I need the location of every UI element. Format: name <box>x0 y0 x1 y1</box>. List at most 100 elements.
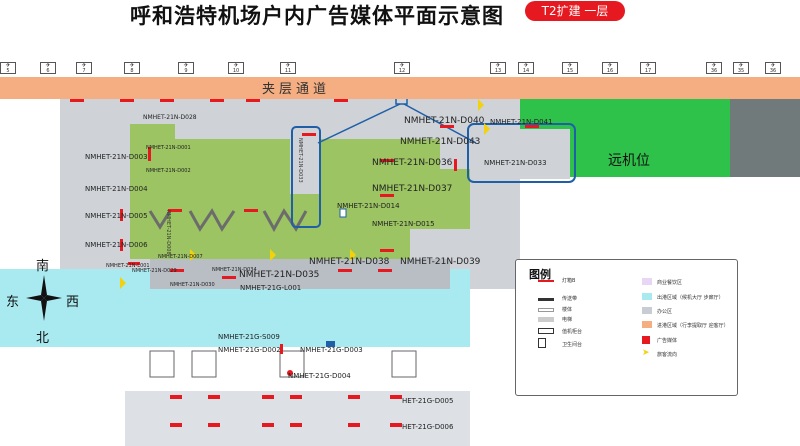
ad-label[interactable]: NMHET-21G-L001 <box>240 284 302 292</box>
gate-marker[interactable]: ✈11 <box>280 62 296 74</box>
gate-marker[interactable]: ✈15 <box>562 62 578 74</box>
ad-strips <box>70 99 539 427</box>
plane-icon: ✈ <box>81 62 87 69</box>
pointer-line <box>317 103 401 144</box>
legend-item: 商业餐饮区 <box>657 280 683 286</box>
ad-label[interactable]: NMHET-21N-D033 <box>484 159 547 167</box>
ad-label[interactable]: HET-21G-D006 <box>402 423 454 431</box>
ad-box <box>339 208 347 218</box>
ad-label[interactable]: NMHET-21N-D034 <box>212 267 257 273</box>
gate-lounge-area <box>470 129 570 179</box>
ad-label[interactable]: NMHET-21N-D029 <box>132 268 177 274</box>
ad-label[interactable]: NMHET-21N-D001 <box>146 145 191 151</box>
ad-label[interactable]: NMHET-21N-L001 <box>106 263 150 269</box>
legend-swatch-lightbox <box>538 280 554 282</box>
legend-item: 传送带 <box>562 296 578 302</box>
gate-marker[interactable]: ✈5 <box>0 62 16 74</box>
bay-window <box>149 350 175 378</box>
gate-marker[interactable]: ✈16 <box>602 62 618 74</box>
legend-item: 进港区域（行李提取厅 迎客厅） <box>657 323 729 329</box>
flow-arrow-icon: ➤ <box>642 348 650 358</box>
gate-marker[interactable]: ✈36 <box>706 62 722 74</box>
departure-hall <box>130 124 470 279</box>
plane-icon: ✈ <box>5 62 11 69</box>
legend-swatch-arrival <box>642 321 652 328</box>
highlight-box-d033v <box>291 126 321 228</box>
ad-marker <box>287 370 293 376</box>
plane-icon: ✈ <box>183 62 189 69</box>
partition <box>188 208 236 232</box>
legend-swatch-ad <box>642 336 650 344</box>
ad-label[interactable]: NMHET-21N-D007 <box>158 254 203 260</box>
ad-label[interactable]: NMHET-21N-D041 <box>490 118 553 126</box>
legend-swatch-counter <box>538 328 554 334</box>
pointer-line <box>403 103 477 144</box>
compass-north: 北 <box>36 331 50 346</box>
ad-label[interactable]: NMHET-21N-D028 <box>143 114 197 121</box>
ad-label[interactable]: NMHET-21G-S009 <box>218 333 280 341</box>
ad-label[interactable]: NMHET-21N-D036 <box>372 158 453 168</box>
plane-icon: ✈ <box>495 62 501 69</box>
ad-label[interactable]: NMHET-21G-D002 <box>218 346 281 354</box>
ad-label[interactable]: NMHET-21N-D004 <box>85 185 148 193</box>
plane-icon: ✈ <box>770 62 776 69</box>
bay-window <box>191 350 217 378</box>
corridor-label: 夹层通道 <box>262 82 331 97</box>
ad-label[interactable]: NMHET-21N-D039 <box>400 257 481 267</box>
ad-label[interactable]: NMHET-21N-D035 <box>239 270 320 280</box>
gate-marker[interactable]: ✈10 <box>228 62 244 74</box>
legend-swatch-departure <box>642 293 652 300</box>
ad-label[interactable]: NMHET-21G-D004 <box>288 372 351 380</box>
compass: 南 东 西 北 <box>6 255 80 346</box>
ad-label[interactable]: NMHET-21N-D014 <box>337 202 400 210</box>
compass-south: 南 <box>36 259 50 274</box>
gate-marker[interactable]: ✈36 <box>765 62 781 74</box>
gate-marker[interactable]: ✈17 <box>640 62 656 74</box>
highlight-box-small <box>395 99 408 105</box>
ad-label[interactable]: NMHET-21N-D030 <box>170 282 215 288</box>
bay-window <box>391 350 417 378</box>
ad-label[interactable]: NMHET-21N-D043 <box>400 137 481 147</box>
ad-label[interactable]: NMHET-21N-D003 <box>85 153 148 161</box>
gate-marker[interactable]: ✈6 <box>40 62 56 74</box>
plane-icon: ✈ <box>645 62 651 69</box>
legend-item: 值机柜台 <box>562 329 583 335</box>
legend: 图例 灯箱B 传送带 楼体 电梯 值机柜台 卫生间台 商业餐饮区 出港区域（候机… <box>515 259 738 396</box>
legend-swatch-office <box>642 307 652 314</box>
ad-label[interactable]: NMHET-21N-D006 <box>85 241 148 249</box>
gate-marker[interactable]: ✈14 <box>518 62 534 74</box>
gate-marker[interactable]: ✈8 <box>124 62 140 74</box>
ad-box <box>326 341 335 347</box>
mezzanine-corridor <box>0 77 800 99</box>
legend-item: 旅客流向 <box>657 352 678 358</box>
remote-stand-label: 远机位 <box>608 153 650 169</box>
plane-icon: ✈ <box>233 62 239 69</box>
ad-label[interactable]: NMHET-21N-D002 <box>146 168 191 174</box>
ad-label-vertical[interactable]: NMHET-21N-D033 <box>297 138 303 183</box>
gate-marker[interactable]: ✈9 <box>178 62 194 74</box>
legend-item: 卫生间台 <box>562 342 583 348</box>
ad-label[interactable]: NMHET-21N-D040 <box>404 116 485 126</box>
plane-icon: ✈ <box>399 62 405 69</box>
gate-marker[interactable]: ✈7 <box>76 62 92 74</box>
compass-east: 东 <box>6 295 20 310</box>
gate-marker[interactable]: ✈35 <box>733 62 749 74</box>
partition <box>148 210 172 230</box>
plane-icon: ✈ <box>711 62 717 69</box>
plane-icon: ✈ <box>523 62 529 69</box>
compass-west: 西 <box>66 295 80 310</box>
gate-marker[interactable]: ✈12 <box>394 62 410 74</box>
gate-marker[interactable]: ✈13 <box>490 62 506 74</box>
ad-label[interactable]: NMHET-21N-D037 <box>372 184 453 194</box>
ad-label[interactable]: NMHET-21N-D038 <box>309 257 390 267</box>
legend-item: 楼体 <box>562 307 573 313</box>
ad-label-vertical[interactable]: NMHET-21N-D008 <box>165 210 171 255</box>
flow-arrows <box>120 99 490 289</box>
ad-label[interactable]: HET-21G-D005 <box>402 397 454 405</box>
ad-label[interactable]: NMHET-21G-D003 <box>300 346 363 354</box>
partition <box>262 208 308 233</box>
ad-label[interactable]: NMHET-21N-D015 <box>372 220 435 228</box>
legend-item: 办公区 <box>657 309 673 315</box>
ad-label[interactable]: NMHET-21N-D005 <box>85 212 148 220</box>
plane-icon: ✈ <box>45 62 51 69</box>
